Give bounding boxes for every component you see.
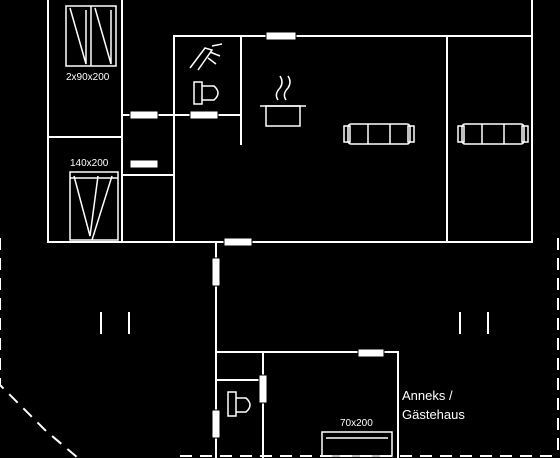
bed-size-label: 70x200 bbox=[340, 418, 373, 429]
toilet-icon bbox=[227, 391, 251, 417]
stove-pot-icon bbox=[260, 75, 306, 127]
window bbox=[223, 237, 253, 247]
window bbox=[211, 257, 221, 287]
bed-icon bbox=[65, 5, 117, 67]
bed-size-label: 2x90x200 bbox=[66, 72, 110, 83]
main-house-walls bbox=[47, 0, 533, 243]
window bbox=[258, 374, 268, 404]
window bbox=[357, 348, 385, 358]
bed-size-label: 140x200 bbox=[70, 158, 109, 169]
window bbox=[265, 31, 297, 41]
shower-icon bbox=[189, 43, 223, 71]
bed-icon bbox=[69, 171, 119, 241]
sofa-icon bbox=[457, 123, 529, 145]
window bbox=[211, 409, 221, 439]
annex-walls bbox=[215, 351, 399, 458]
annex-label: Anneks / bbox=[402, 388, 453, 403]
toilet-icon bbox=[193, 81, 219, 105]
sofa-icon bbox=[343, 123, 415, 145]
window bbox=[129, 159, 159, 169]
living-room-wall bbox=[173, 35, 532, 242]
window bbox=[129, 110, 159, 120]
bed-icon bbox=[321, 431, 393, 457]
annex-label: Gästehaus bbox=[402, 407, 465, 422]
window bbox=[189, 110, 219, 120]
property-boundary bbox=[0, 238, 79, 458]
